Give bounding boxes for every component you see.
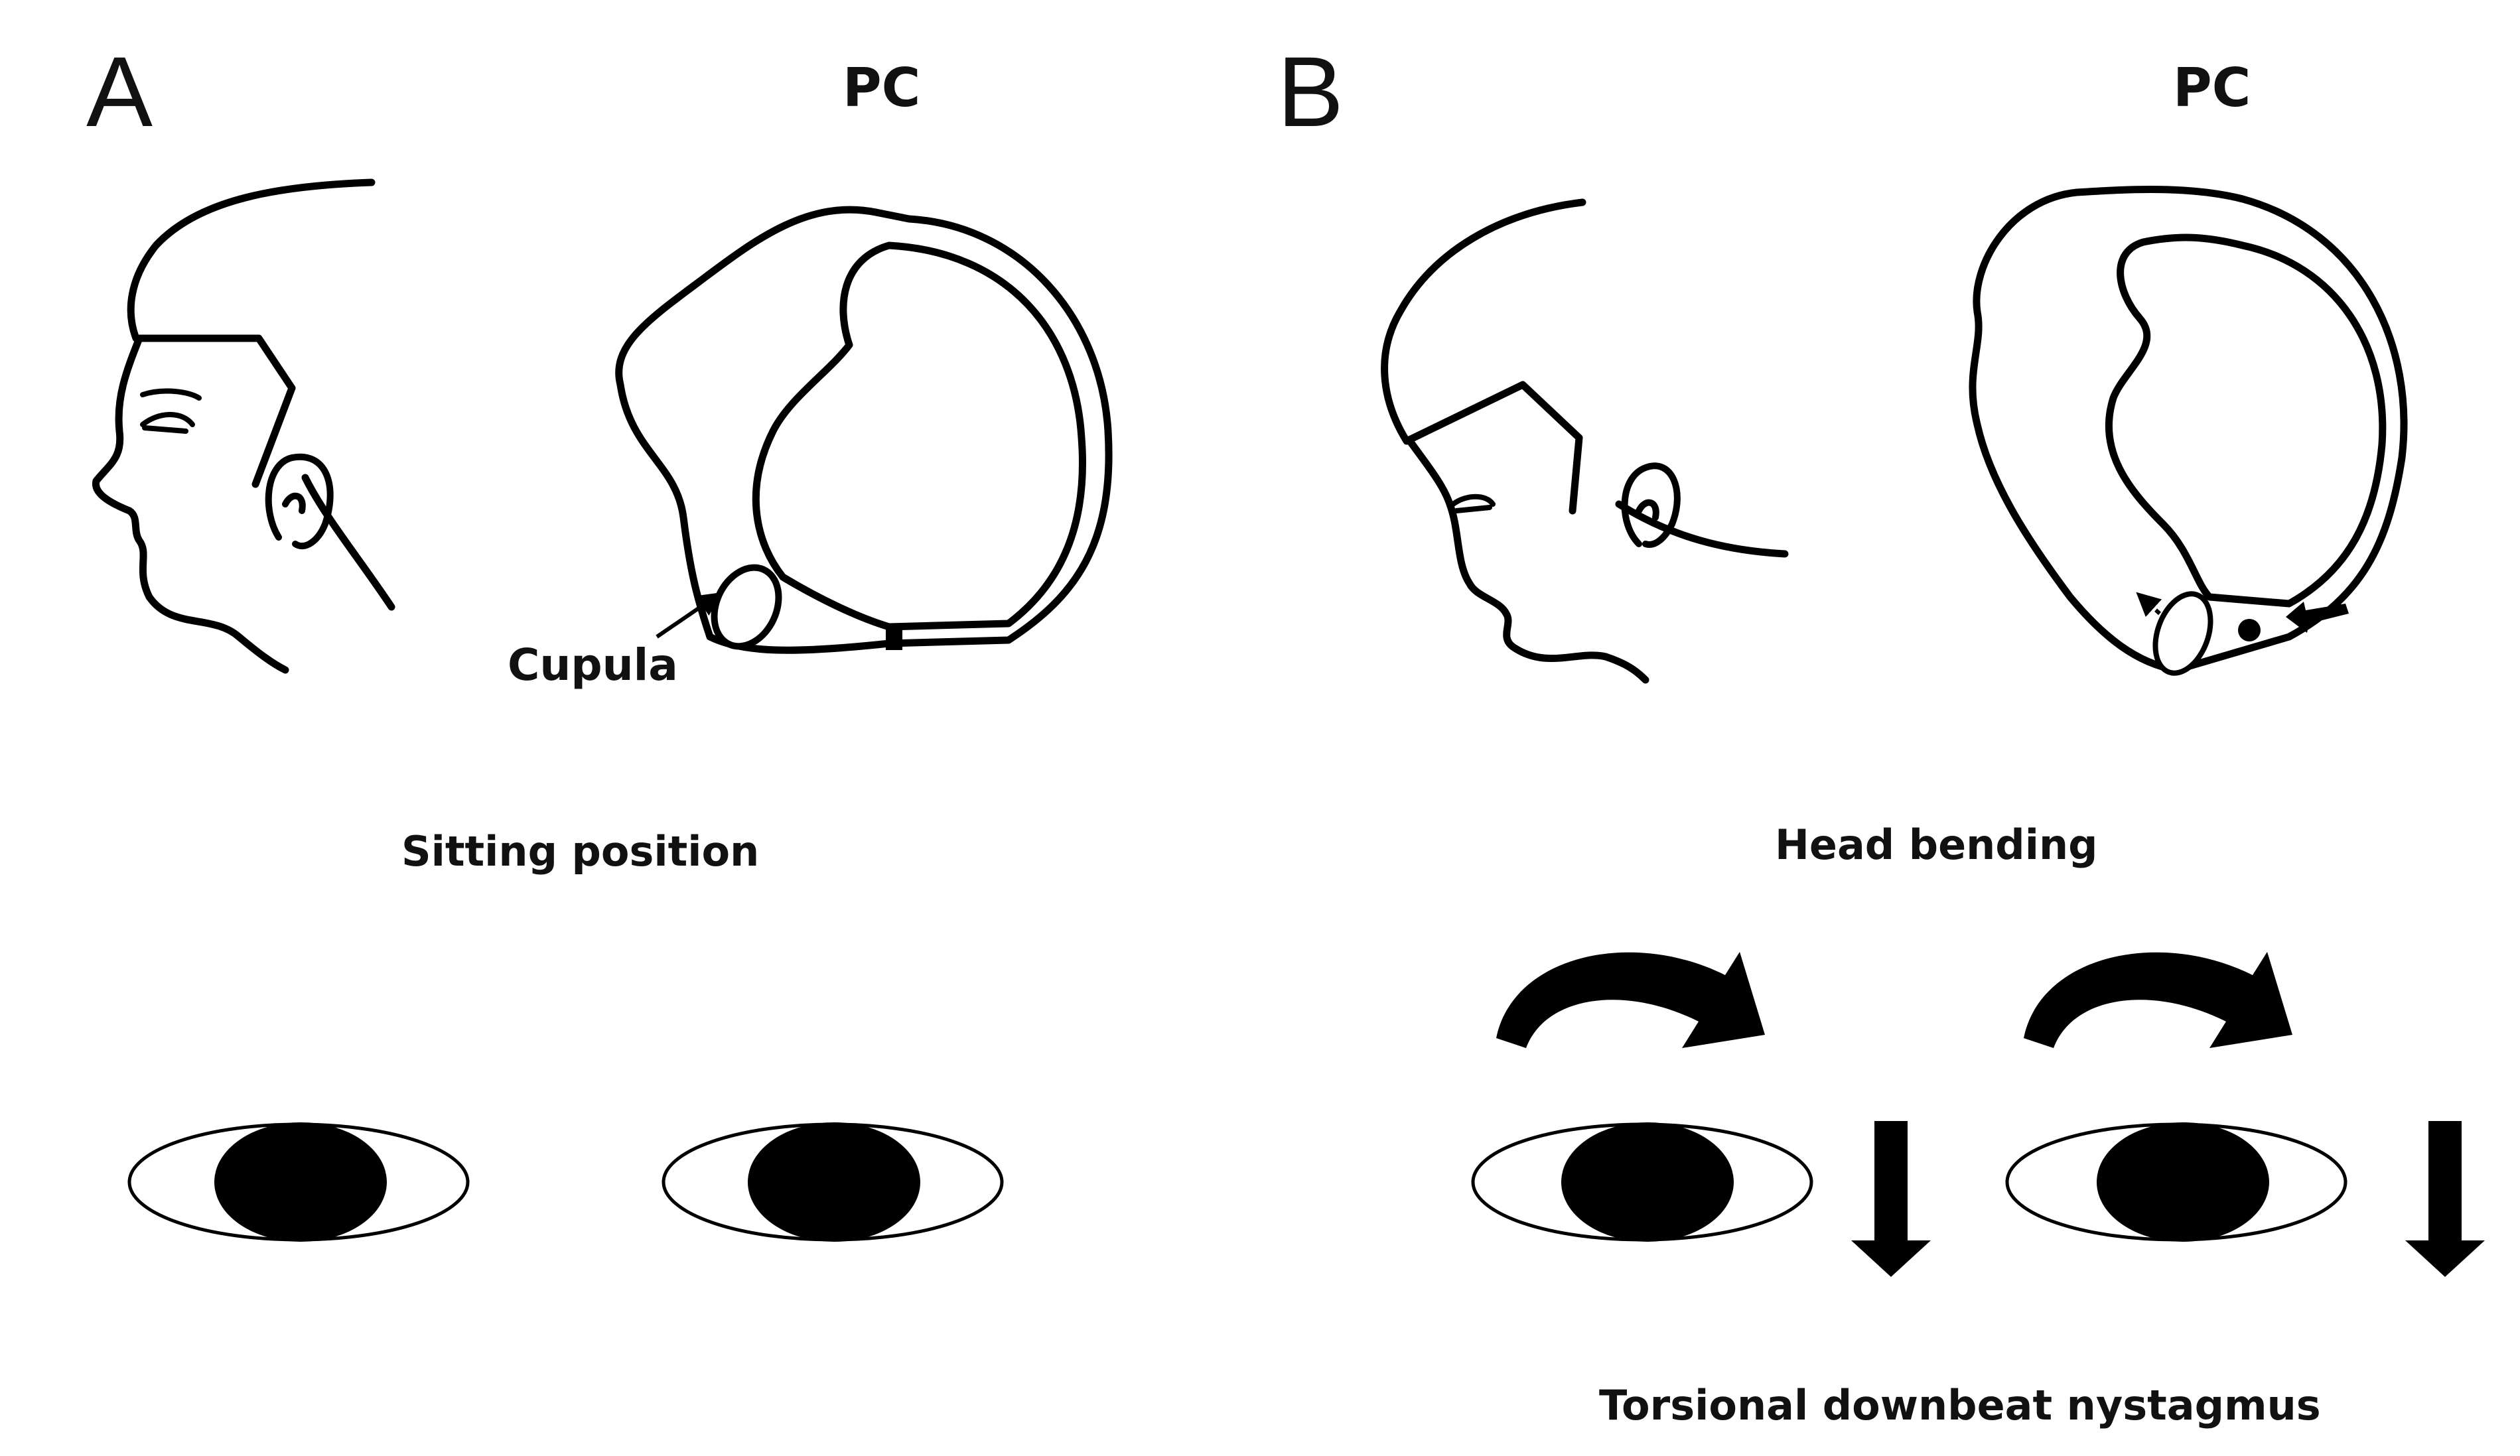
left-eye-icon-a [127,1122,470,1242]
otoconia-particle-icon [2238,619,2261,641]
panel-a-letter: A [86,36,153,147]
right-eye-icon-b [2005,1122,2347,1242]
left-eye-icon-b [1471,1122,1813,1242]
panel-a: A PC Cupula Sitting position [86,36,1113,1242]
panel-b-caption: Head bending [1775,821,2097,869]
right-curved-arrow-icon [2024,952,2292,1048]
posterior-canal-icon [615,206,1113,654]
head-profile-icon [92,178,395,674]
panel-b-nystagmus-caption: Torsional downbeat nystagmus [1599,1381,2321,1429]
head-bent-profile-icon [1381,198,1789,684]
right-eye-icon-a [662,1122,1004,1242]
left-curved-arrow-icon [1496,952,1765,1048]
posterior-canal-bent-icon [1969,186,2408,676]
panel-a-canal-label: PC [843,57,920,119]
cupula-label: Cupula [508,639,678,691]
particle-direction-arrow-icon [2286,602,2349,633]
panel-b-canal-label: PC [2173,57,2251,119]
panel-b-letter: B [1277,36,1344,147]
left-down-arrow-icon [1851,1121,1931,1277]
cupula-deflection-arrow-icon [2136,592,2162,618]
panel-a-caption: Sitting position [401,827,759,876]
right-down-arrow-icon [2405,1121,2485,1277]
cupula-bent-icon [2152,591,2213,676]
panel-b: B PC Head bending [1277,36,2485,1429]
